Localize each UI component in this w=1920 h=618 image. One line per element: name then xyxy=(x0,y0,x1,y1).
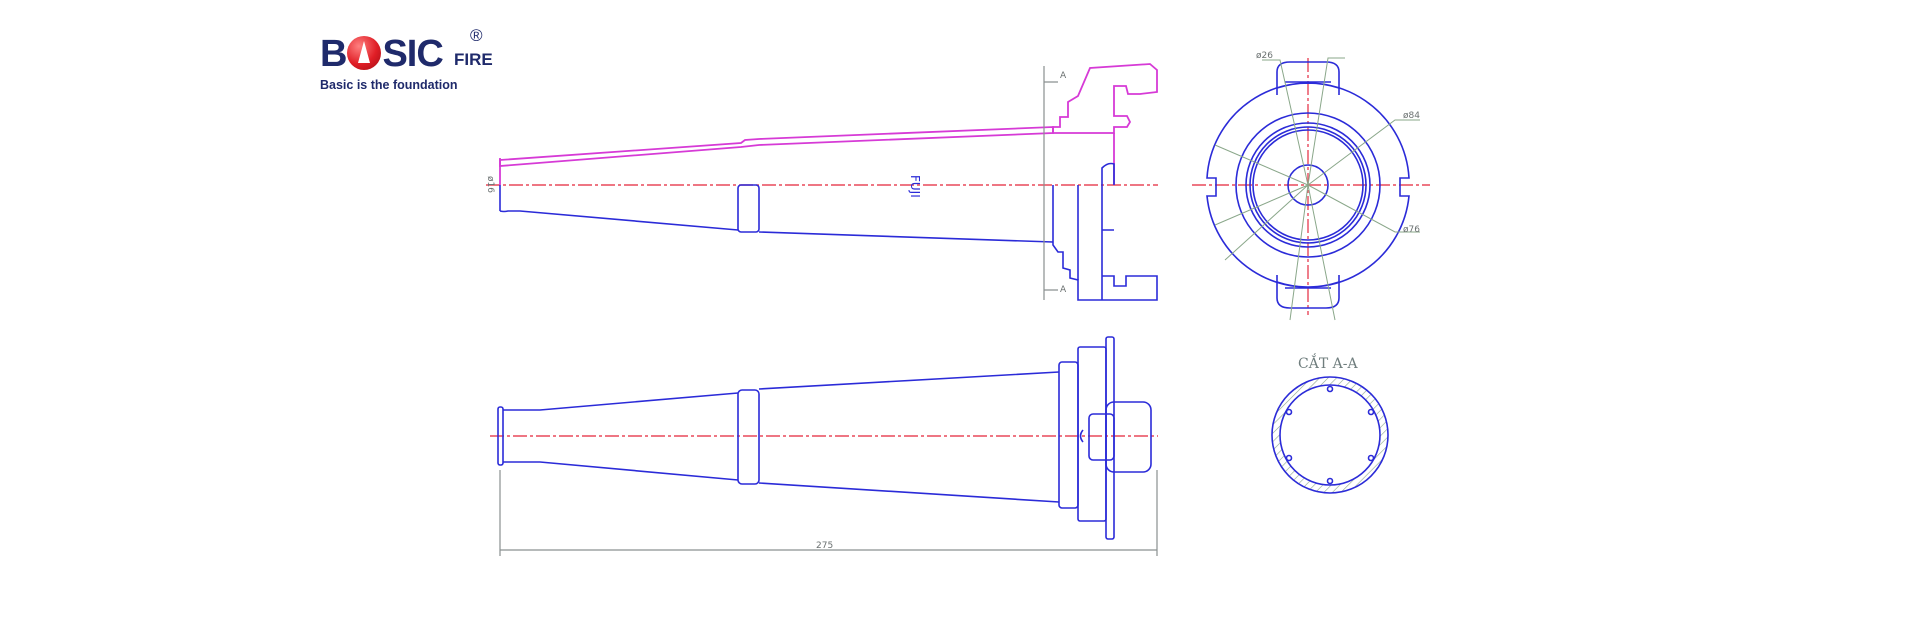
hole xyxy=(1285,454,1293,462)
hole xyxy=(1285,408,1293,416)
logo-letter-b: B xyxy=(320,33,347,75)
outer-diameter-label: ø84 xyxy=(1403,111,1420,121)
hole xyxy=(1367,454,1375,462)
section-holes xyxy=(1285,385,1375,485)
mid-ring xyxy=(737,389,760,485)
side-section-view: A A FUJI ø16 xyxy=(485,63,1158,301)
inlet-tip xyxy=(497,406,504,466)
lug-pin xyxy=(1079,429,1084,443)
inner-diameter-label: ø76 xyxy=(1403,225,1420,235)
circle-bore-inner xyxy=(1252,129,1364,241)
cone-upper-outline xyxy=(503,371,1060,411)
circle-76 xyxy=(1245,122,1371,248)
flange-lower-face xyxy=(1101,162,1115,300)
coupling-lug xyxy=(1105,401,1152,473)
logo-letters-sic: SIC xyxy=(382,33,443,75)
inlet-diameter-label: ø16 xyxy=(485,176,495,193)
logo-ball-icon xyxy=(347,36,382,70)
hatched-flange-section xyxy=(1052,63,1158,134)
top-lug xyxy=(1276,61,1340,95)
mid-ring-lower xyxy=(737,184,760,233)
hole xyxy=(1326,477,1334,485)
logo-wordmark: B SIC xyxy=(320,33,444,75)
circle-outlet xyxy=(1287,164,1329,206)
circle-84 xyxy=(1235,112,1381,258)
section-arrows xyxy=(1044,81,1058,291)
fuji-label: FUJI xyxy=(908,175,922,198)
leader-lines xyxy=(1214,57,1420,321)
bottom-lug xyxy=(1276,275,1340,309)
section-outer-circle xyxy=(1271,376,1389,494)
body-outline-lower xyxy=(499,185,1054,243)
coupling-step-lower xyxy=(1052,185,1096,301)
section-a-a-view: CẮT A-A xyxy=(1271,352,1389,494)
section-marker-bottom: A xyxy=(1060,285,1067,295)
overall-length-label: 275 xyxy=(816,541,833,551)
section-marker-top: A xyxy=(1060,71,1067,81)
lower-jaw xyxy=(1096,275,1158,301)
flange-ring-2 xyxy=(1077,346,1107,522)
hole xyxy=(1326,385,1334,393)
flange-ring-1 xyxy=(1058,361,1079,509)
circle-bore-outer xyxy=(1249,126,1367,244)
basic-fire-logo: B SIC ® FIRE Basic is the foundation xyxy=(320,26,493,94)
cone-lower-outline xyxy=(503,461,1060,503)
section-inner-circle xyxy=(1279,384,1381,486)
side-elevation-view: 275 xyxy=(490,336,1158,556)
lug-diameter-label: ø26 xyxy=(1256,51,1273,61)
coupling-lug-inner xyxy=(1088,413,1115,461)
dimension-line xyxy=(499,470,1158,556)
registered-mark: ® xyxy=(470,26,483,45)
logo-tagline: Basic is the foundation xyxy=(320,78,458,92)
end-view: ø26 ø84 ø76 xyxy=(1192,51,1430,321)
logo-fire-text: FIRE xyxy=(454,50,493,69)
hatched-wall-upper xyxy=(499,126,1054,167)
hole xyxy=(1367,408,1375,416)
flange-ring-3 xyxy=(1105,336,1115,540)
section-title: CẮT A-A xyxy=(1298,352,1358,372)
